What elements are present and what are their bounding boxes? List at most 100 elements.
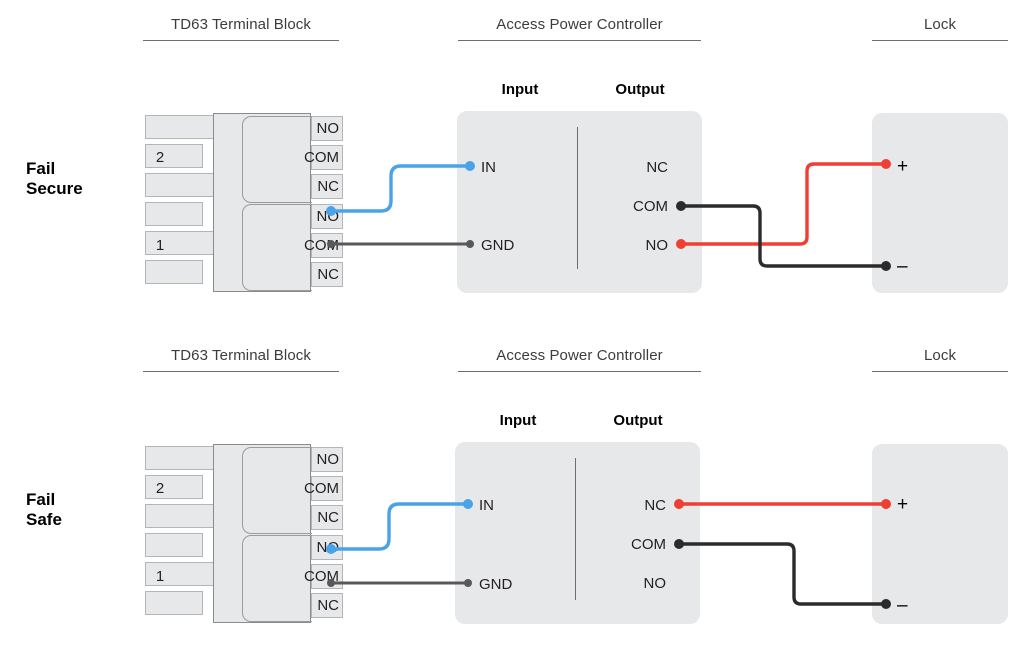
- controller-pin-gnd: GND: [481, 237, 515, 254]
- terminal-block-pin-g1-nc: NC: [317, 266, 339, 283]
- terminal-block-pin-g2-no: NO: [316, 451, 340, 468]
- wire-controller-com-to-lock-negative: [677, 542, 888, 606]
- column-header-terminal-block: TD63 Terminal Block: [143, 16, 339, 41]
- terminal-block-group-number-2: 2: [155, 480, 165, 497]
- connection-dot-relay-no: [326, 206, 336, 216]
- connection-dot-controller-in: [465, 161, 475, 171]
- terminal-block: 2 1 NO COM NC NO COM NC: [145, 444, 343, 623]
- column-header-controller-title: Access Power Controller: [496, 347, 663, 364]
- controller-pin-nc: NC: [646, 159, 668, 176]
- connection-dot-lock-negative: [881, 261, 891, 271]
- terminal-block-body: [213, 113, 312, 292]
- connection-dot-controller-no: [676, 239, 686, 249]
- terminal-block-group-number-1: 1: [155, 568, 165, 585]
- terminal-block-pin-g2-com: COM: [304, 480, 339, 497]
- lock-body: [872, 444, 1008, 624]
- terminal-block-pin-g2-nc: NC: [317, 509, 339, 526]
- terminal-block-pin-g2-com: COM: [304, 149, 339, 166]
- controller-pin-nc: NC: [644, 497, 666, 514]
- terminal-block-group-1: [242, 535, 312, 622]
- controller-pin-com: COM: [633, 198, 668, 215]
- wire-controller-com-to-lock-negative: [679, 204, 888, 268]
- connection-dot-lock-positive: [881, 499, 891, 509]
- terminal-block-group-number-1: 1: [155, 237, 165, 254]
- terminal-block-right-tab-g2-com: [311, 476, 343, 501]
- connection-dot-lock-negative: [881, 599, 891, 609]
- row-label-line1: Fail: [26, 159, 56, 178]
- terminal-block-right-tab-g2-no: [311, 447, 343, 472]
- column-header-terminal-block-title: TD63 Terminal Block: [170, 16, 311, 33]
- terminal-block-left-tab: [145, 504, 215, 528]
- controller-column-divider: [575, 458, 576, 600]
- lock-body: [872, 113, 1008, 293]
- terminal-block-left-tab: [145, 144, 203, 168]
- connection-dot-relay-com: [327, 240, 335, 248]
- terminal-block-left-tab: [145, 115, 215, 139]
- controller-pin-gnd: GND: [479, 576, 513, 593]
- terminal-block-left-tab: [145, 562, 215, 586]
- terminal-block-left-tab: [145, 475, 203, 499]
- controller-pin-in: IN: [481, 159, 496, 176]
- column-header-lock: Lock: [872, 16, 1008, 41]
- column-header-controller-title: Access Power Controller: [496, 16, 663, 33]
- terminal-block-left-tab: [145, 533, 203, 557]
- column-header-lock-title: Lock: [923, 347, 957, 364]
- connection-dot-relay-com: [327, 579, 335, 587]
- row-label-line2: Safe: [26, 510, 62, 529]
- column-header-rule: [872, 40, 1008, 41]
- lock-terminal-negative: –: [897, 595, 908, 616]
- row-label-line1: Fail: [26, 490, 56, 509]
- connection-dot-controller-com: [676, 201, 686, 211]
- terminal-block-right-tab-g2-no: [311, 116, 343, 141]
- column-header-rule: [872, 371, 1008, 372]
- terminal-block-group-2: [242, 447, 312, 534]
- column-header-rule: [458, 371, 701, 372]
- terminal-block-left-tab: [145, 446, 215, 470]
- row-label-fail-safe: Fail Safe: [26, 490, 62, 530]
- column-header-terminal-block: TD63 Terminal Block: [143, 347, 339, 372]
- controller-column-divider: [577, 127, 578, 269]
- connection-dot-relay-no: [326, 544, 336, 554]
- terminal-block-right-tab-g1-nc: [311, 262, 343, 287]
- controller-pin-in: IN: [479, 497, 494, 514]
- connection-dot-lock-positive: [881, 159, 891, 169]
- lock-terminal-negative: –: [897, 256, 908, 277]
- controller-pin-no: NO: [645, 237, 669, 254]
- wire-controller-no-to-lock-positive: [679, 162, 888, 246]
- wire-relay-no-to-controller-in: [329, 164, 472, 213]
- terminal-block-pin-g2-no: NO: [316, 120, 340, 137]
- column-header-lock: Lock: [872, 347, 1008, 372]
- terminal-block: 2 1 NO COM NC NO COM NC: [145, 113, 343, 292]
- column-header-terminal-block-title: TD63 Terminal Block: [170, 347, 311, 364]
- column-header-controller: Access Power Controller: [458, 16, 701, 41]
- terminal-block-right-tab-g1-nc: [311, 593, 343, 618]
- terminal-block-left-tab: [145, 260, 203, 284]
- wire-relay-no-to-controller-in: [329, 502, 470, 551]
- terminal-block-group-1: [242, 204, 312, 291]
- terminal-block-group-number-2: 2: [155, 149, 165, 166]
- column-header-controller: Access Power Controller: [458, 347, 701, 372]
- connection-dot-controller-com: [674, 539, 684, 549]
- terminal-block-body: [213, 444, 312, 623]
- terminal-block-pin-g1-nc: NC: [317, 597, 339, 614]
- row-label-fail-secure: Fail Secure: [26, 159, 83, 199]
- controller-output-column-header: Output: [613, 412, 663, 429]
- connection-dot-controller-gnd: [466, 240, 474, 248]
- access-power-controller-body: [457, 111, 702, 293]
- controller-pin-no: NO: [643, 575, 667, 592]
- lock-terminal-positive: +: [897, 494, 909, 515]
- connection-dot-controller-nc: [674, 499, 684, 509]
- terminal-block-group-2: [242, 116, 312, 203]
- controller-output-column-header: Output: [615, 81, 665, 98]
- column-header-rule: [143, 371, 339, 372]
- column-header-lock-title: Lock: [923, 16, 957, 33]
- controller-input-column-header: Input: [501, 81, 539, 98]
- controller-input-column-header: Input: [499, 412, 537, 429]
- diagram-fail-safe: TD63 Terminal Block Access Power Control…: [0, 331, 1032, 662]
- lock-terminal-positive: +: [897, 156, 909, 177]
- connection-dot-controller-in: [463, 499, 473, 509]
- column-header-rule: [143, 40, 339, 41]
- terminal-block-left-tab: [145, 173, 215, 197]
- terminal-block-left-tab: [145, 591, 203, 615]
- controller-pin-com: COM: [631, 536, 666, 553]
